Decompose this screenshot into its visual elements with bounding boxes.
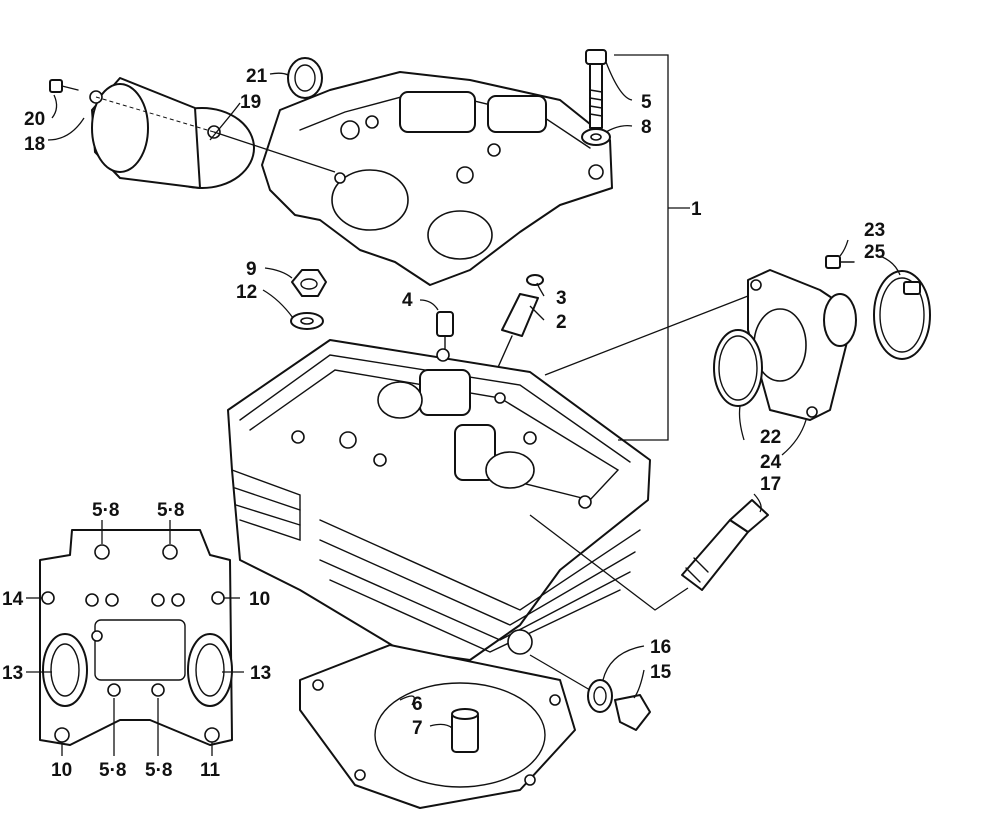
- inset-callout-right-10: 10: [249, 589, 270, 610]
- inset-callout-bottom-58b: 5·8: [145, 760, 172, 781]
- callout-4: 4: [402, 290, 413, 311]
- callout-2: 2: [556, 312, 567, 333]
- bolt-part-23: [825, 255, 855, 269]
- callout-24: 24: [760, 452, 782, 473]
- clamp-part-25: [873, 270, 931, 360]
- dowel-part-4: [436, 311, 454, 356]
- bolt-part-5: [585, 49, 607, 129]
- nut-part-9: [291, 269, 327, 297]
- callout-21: 21: [246, 66, 268, 87]
- callout-17: 17: [760, 474, 781, 495]
- inset-callout-right-13: 13: [250, 663, 271, 684]
- inset-callout-bottom-58a: 5·8: [99, 760, 126, 781]
- filter-cover-part-18: [89, 77, 336, 189]
- callout-5: 5: [641, 92, 652, 113]
- callout-9: 9: [246, 259, 257, 280]
- inset-callout-top-right: 5·8: [157, 500, 184, 521]
- dowel-part-7: [451, 708, 479, 753]
- inset-callout-top-left: 5·8: [92, 500, 119, 521]
- o-ring-part-22: [713, 329, 763, 407]
- plug-part-15: [614, 694, 651, 731]
- inset-callout-left-14: 14: [2, 589, 24, 610]
- callout-23: 23: [864, 220, 885, 241]
- callout-19: 19: [240, 92, 261, 113]
- inset-head-view: [39, 529, 233, 746]
- callout-7: 7: [412, 718, 423, 739]
- cylinder-head: [227, 339, 651, 661]
- callout-1: 1: [691, 199, 702, 220]
- inset-callout-bottom-10: 10: [51, 760, 72, 781]
- cap-part-21: [287, 57, 323, 99]
- intake-flange-part-24: [747, 269, 857, 421]
- callout-12: 12: [236, 282, 257, 303]
- callout-20: 20: [24, 109, 45, 130]
- callout-16: 16: [650, 637, 671, 658]
- inset-callout-bottom-11: 11: [200, 760, 221, 781]
- callout-15: 15: [650, 662, 672, 683]
- callout-18: 18: [24, 134, 45, 155]
- callout-6: 6: [412, 694, 423, 715]
- head-gasket-part-6: [299, 644, 576, 809]
- valve-cover: [261, 71, 613, 286]
- washer-part-12: [290, 312, 324, 330]
- washer-part-16: [587, 679, 613, 713]
- washer-part-8: [581, 128, 611, 146]
- clip-part-3: [526, 274, 544, 286]
- inset-callout-left-13: 13: [2, 663, 23, 684]
- callout-3: 3: [556, 288, 567, 309]
- callout-labels: 1 2 3 4 5 6 7 8 9 12 15 16 17 18 19 20 2…: [2, 66, 886, 781]
- spark-plug-part-17: [681, 499, 769, 591]
- callout-22: 22: [760, 427, 781, 448]
- callout-25: 25: [864, 242, 886, 263]
- callout-8: 8: [641, 117, 652, 138]
- leader-lines: [26, 54, 901, 756]
- bolt-part-20: [49, 79, 79, 93]
